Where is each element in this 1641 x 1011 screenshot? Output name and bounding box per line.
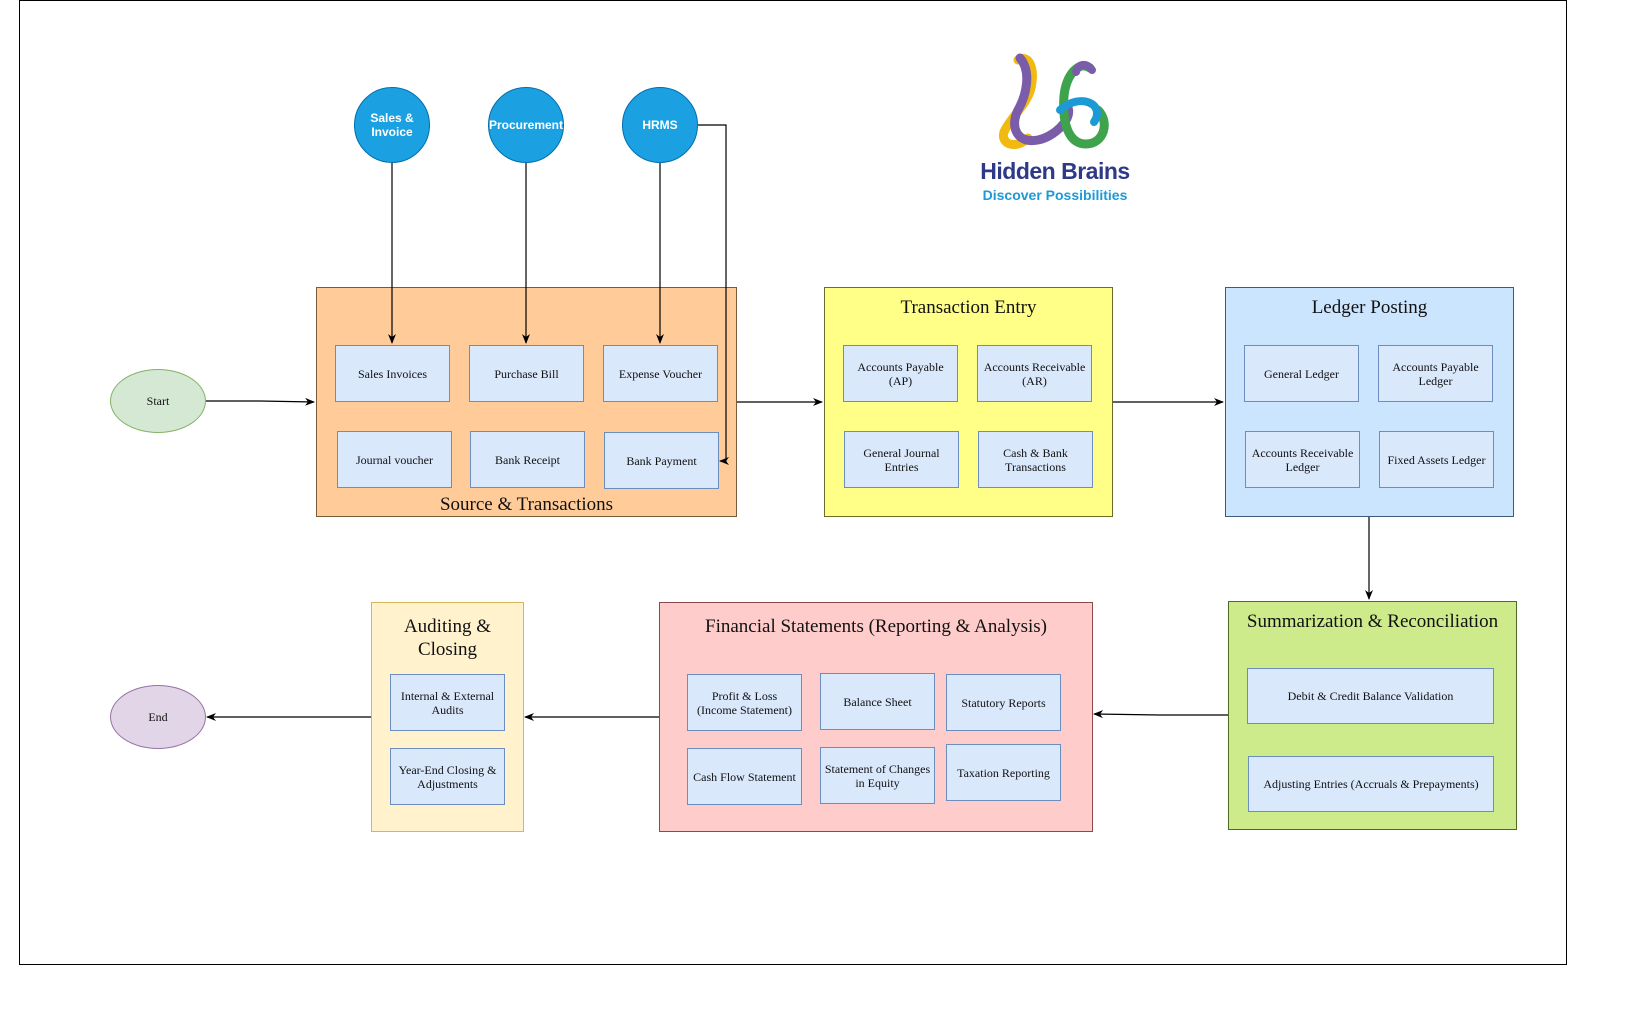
purchase-bill-box[interactable]: Purchase Bill	[469, 345, 584, 402]
transaction-entry-title: Transaction Entry	[900, 297, 1037, 318]
source-transactions-title: Source & Transactions	[439, 494, 614, 515]
diagram-frame	[19, 0, 1567, 965]
accounts-receivable-box[interactable]: Accounts Receivable (AR)	[977, 345, 1092, 402]
start-node[interactable]: Start	[110, 369, 206, 433]
procurement-node[interactable]: Procurement	[488, 87, 564, 163]
hrms-node[interactable]: HRMS	[622, 87, 698, 163]
changes-in-equity-box[interactable]: Statement of Changes in Equity	[820, 747, 935, 804]
adjusting-entries-box[interactable]: Adjusting Entries (Accruals & Prepayment…	[1248, 756, 1494, 812]
general-journal-entries-box[interactable]: General Journal Entries	[844, 431, 959, 488]
auditing-closing-title: Auditing & Closing	[403, 616, 492, 660]
ledger-posting-title: Ledger Posting	[1311, 297, 1428, 318]
cash-flow-statement-box[interactable]: Cash Flow Statement	[687, 748, 802, 805]
profit-loss-box[interactable]: Profit & Loss (Income Statement)	[687, 674, 802, 731]
journal-voucher-box[interactable]: Journal voucher	[337, 431, 452, 488]
balance-sheet-box[interactable]: Balance Sheet	[820, 673, 935, 730]
financial-statements-title: Financial Statements (Reporting & Analys…	[705, 616, 1047, 637]
accounts-payable-box[interactable]: Accounts Payable (AP)	[843, 345, 958, 402]
logo-tagline: Discover Possibilities	[982, 187, 1128, 203]
internal-external-audits-box[interactable]: Internal & External Audits	[390, 674, 505, 731]
cash-bank-transactions-box[interactable]: Cash & Bank Transactions	[978, 431, 1093, 488]
accounts-receivable-ledger-box[interactable]: Accounts Receivable Ledger	[1245, 431, 1360, 488]
taxation-reporting-box[interactable]: Taxation Reporting	[946, 744, 1061, 801]
general-ledger-box[interactable]: General Ledger	[1244, 345, 1359, 402]
debit-credit-validation-box[interactable]: Debit & Credit Balance Validation	[1247, 668, 1494, 724]
sales-invoices-box[interactable]: Sales Invoices	[335, 345, 450, 402]
hidden-brains-ribbon-logo-icon	[998, 53, 1109, 150]
hidden-brains-logo: Hidden Brains Discover Possibilities	[960, 52, 1150, 212]
statutory-reports-box[interactable]: Statutory Reports	[946, 674, 1061, 731]
end-node[interactable]: End	[110, 685, 206, 749]
expense-voucher-box[interactable]: Expense Voucher	[603, 345, 718, 402]
fixed-assets-ledger-box[interactable]: Fixed Assets Ledger	[1379, 431, 1494, 488]
bank-payment-box[interactable]: Bank Payment	[604, 432, 719, 489]
bank-receipt-box[interactable]: Bank Receipt	[470, 431, 585, 488]
sales-invoice-node[interactable]: Sales & Invoice	[354, 87, 430, 163]
year-end-closing-box[interactable]: Year-End Closing & Adjustments	[390, 748, 505, 805]
summarization-title: Summarization & Reconciliation	[1246, 611, 1499, 632]
accounts-payable-ledger-box[interactable]: Accounts Payable Ledger	[1378, 345, 1493, 402]
logo-brand-text: Hidden Brains	[980, 158, 1130, 184]
